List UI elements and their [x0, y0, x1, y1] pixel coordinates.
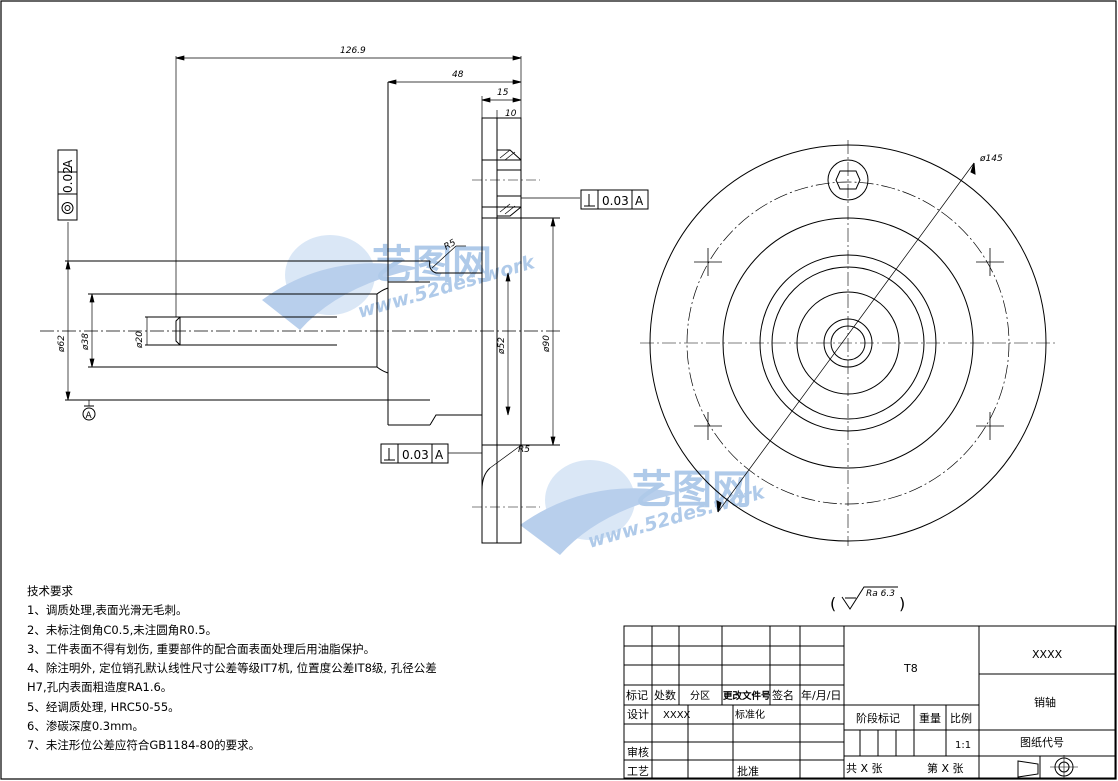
- tb-signature: 签名: [772, 688, 794, 702]
- tb-material: T8: [903, 662, 918, 675]
- tb-stage-mark: 阶段标记: [856, 711, 900, 725]
- title-block: [623, 625, 1116, 779]
- perpendicularity-frame-right: 0.03 A: [580, 189, 649, 210]
- tb-company: XXXX: [1032, 648, 1063, 661]
- tech-note-line: H7,孔内表面粗造度RA1.6。: [27, 680, 173, 695]
- concentricity-frame: 0.02 A: [57, 149, 78, 221]
- datum-a-symbol: A: [82, 405, 96, 421]
- tech-note-line: 4、除注明外, 定位销孔默认线性尺寸公差等级IT7机, 位置度公差IT8级, 孔…: [27, 661, 437, 676]
- dim-r5-bottom: R5: [518, 445, 530, 455]
- tb-count: 处数: [654, 689, 676, 702]
- dim-48: 48: [452, 70, 464, 80]
- perpendicularity-frame-bottom: 0.03 A: [380, 443, 449, 464]
- tb-review: 审核: [627, 745, 649, 759]
- watermark-brand-bottom: 艺图网: [632, 467, 752, 513]
- tb-designer: XXXX: [663, 710, 691, 721]
- watermark-brand-top: 艺图网: [372, 242, 492, 288]
- tech-notes-title: 技术要求: [27, 584, 73, 598]
- tech-note-line: 6、渗碳深度0.3mm。: [27, 719, 145, 734]
- dimension-lines: [65, 55, 580, 469]
- tb-approve: 批准: [737, 764, 759, 778]
- tech-note-line: 7、未注形位公差应符合GB1184-80的要求。: [27, 738, 261, 753]
- dim-dia-52: ø52: [497, 337, 507, 355]
- tech-note-line: 3、工件表面不得有划伤, 重要部件的配合面表面处理后用油脂保护。: [27, 641, 376, 656]
- tb-total-sheets: 共 X 张: [846, 762, 883, 775]
- dimension-labels: 126.9 48 15 10 R5 R5 ø62 ø38 ø20 ø52 ø90…: [57, 46, 1003, 455]
- datum-a-label: A: [86, 411, 93, 421]
- concentricity-datum: A: [61, 159, 75, 168]
- tech-note-line: 1、调质处理,表面光滑无毛刺。: [27, 603, 188, 618]
- tb-weight: 重量: [919, 711, 941, 725]
- dim-dia-90: ø90: [542, 335, 552, 353]
- tech-note-line: 2、未标注倒角C0.5,未注圆角R0.5。: [27, 622, 218, 637]
- tb-drawing-no-label: 图纸代号: [1020, 736, 1064, 749]
- tech-note-line: 5、经调质处理, HRC50-55。: [27, 699, 180, 714]
- dim-10: 10: [505, 109, 517, 119]
- dim-dia-145: ø145: [979, 154, 1003, 164]
- tb-design: 设计: [627, 708, 649, 721]
- dim-dia-38: ø38: [81, 333, 91, 351]
- tb-sheet-no: 第 X 张: [927, 761, 964, 775]
- tb-scale: 1:1: [955, 740, 971, 751]
- perp-bottom-value: 0.03: [402, 448, 429, 462]
- tb-part-name: 销轴: [1034, 695, 1056, 709]
- tb-mark: 标记: [626, 688, 648, 702]
- watermark-bottom: 艺图网 www.52des.work: [520, 460, 768, 555]
- title-block-text: T8 XXXX 销轴 图纸代号 标记 处数 分区 更改文件号 签名 年/月/日 …: [626, 648, 1064, 778]
- tb-standardize: 标准化: [735, 708, 765, 721]
- perp-right-value: 0.03: [602, 194, 629, 208]
- dim-15: 15: [497, 88, 509, 98]
- dim-dia-62: ø62: [57, 335, 67, 353]
- technical-requirements: 技术要求 1、调质处理,表面光滑无毛刺。 2、未标注倒角C0.5,未注圆角R0.…: [27, 582, 587, 756]
- perp-right-datum: A: [635, 194, 644, 208]
- perp-bottom-datum: A: [435, 448, 444, 462]
- tb-date: 年/月/日: [801, 688, 841, 702]
- tb-process: 工艺: [627, 765, 649, 778]
- tb-scale-label: 比例: [950, 711, 972, 725]
- concentricity-value: 0.02: [61, 166, 75, 193]
- dim-dia-20: ø20: [135, 331, 145, 349]
- dim-126-9: 126.9: [340, 46, 366, 56]
- side-view: [40, 55, 580, 544]
- finish-paren-close: ): [899, 594, 905, 613]
- tb-change-doc: 更改文件号: [723, 690, 771, 702]
- finish-paren-open: (: [830, 594, 836, 613]
- front-view: [640, 140, 1056, 546]
- tb-zone: 分区: [690, 690, 710, 702]
- finish-value: Ra 6.3: [866, 589, 895, 599]
- surface-finish: ( Ra 6.3 ): [830, 586, 905, 613]
